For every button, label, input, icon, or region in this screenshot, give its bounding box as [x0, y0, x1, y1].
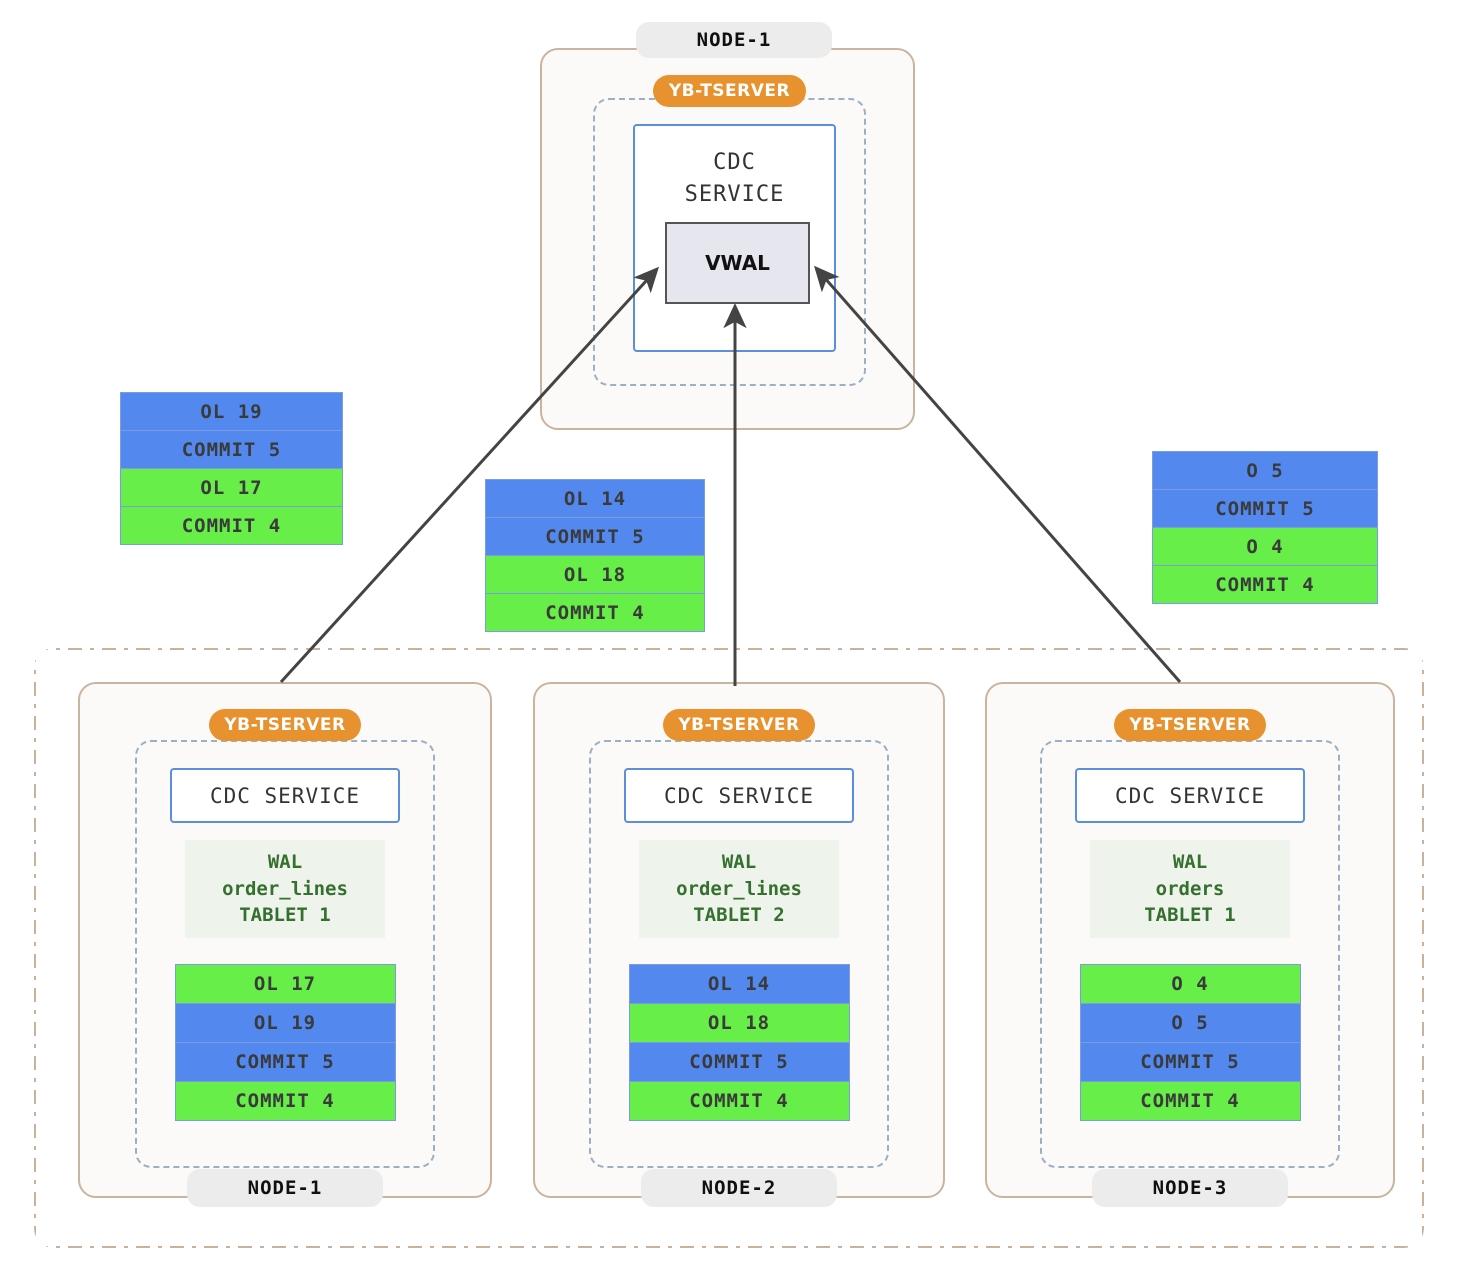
record-row: COMMIT 5 [120, 430, 343, 469]
record-row: COMMIT 4 [174, 1081, 396, 1121]
record-row: COMMIT 4 [485, 593, 705, 632]
record-row: COMMIT 4 [120, 506, 343, 545]
wal-line-table: order_lines [222, 877, 348, 900]
wal-line-tablet: TABLET 1 [239, 904, 331, 927]
record-row: COMMIT 5 [1079, 1042, 1301, 1082]
top-node-tserver-pill: YB-TSERVER [653, 75, 806, 107]
record-row: OL 14 [485, 479, 705, 518]
bottom-node-tserver-pill-2: YB-TSERVER [663, 709, 815, 741]
record-row: COMMIT 4 [1152, 565, 1378, 604]
wal-line-table: order_lines [676, 877, 802, 900]
wal-line-tablet: TABLET 1 [1144, 904, 1236, 927]
record-row: OL 19 [120, 392, 343, 431]
record-row: O 4 [1152, 527, 1378, 566]
record-row: O 5 [1079, 1003, 1301, 1043]
record-row: COMMIT 4 [1079, 1081, 1301, 1121]
wal-line-table: orders [1155, 877, 1225, 900]
bottom-node-cdc-service-box-1[interactable]: CDC SERVICE [170, 768, 400, 823]
top-node-cdc-line1: CDC [713, 150, 756, 176]
vwal-box[interactable]: VWAL [665, 222, 810, 304]
record-row: OL 18 [628, 1003, 850, 1043]
record-row: OL 18 [485, 555, 705, 594]
record-row: OL 17 [174, 964, 396, 1004]
record-row: COMMIT 5 [1152, 489, 1378, 528]
wal-line-title: WAL [721, 850, 757, 873]
bottom-node-cdc-service-box-2[interactable]: CDC SERVICE [624, 768, 854, 823]
bottom-node-tserver-pill-3: YB-TSERVER [1114, 709, 1266, 741]
wal-line-title: WAL [267, 850, 303, 873]
record-row: OL 14 [628, 964, 850, 1004]
record-row: OL 17 [120, 468, 343, 507]
top-node-cdc-line2: SERVICE [684, 182, 785, 207]
bottom-node-label-3: NODE-3 [1092, 1169, 1288, 1207]
record-row: COMMIT 5 [485, 517, 705, 556]
record-row: O 5 [1152, 451, 1378, 490]
wal-line-tablet: TABLET 2 [693, 904, 785, 927]
wal-line-title: WAL [1172, 850, 1208, 873]
bottom-node-cdc-service-box-3[interactable]: CDC SERVICE [1075, 768, 1305, 823]
record-row: COMMIT 5 [174, 1042, 396, 1082]
record-row: COMMIT 5 [628, 1042, 850, 1082]
top-node-label: NODE-1 [636, 22, 832, 58]
bottom-node-label-1: NODE-1 [187, 1169, 383, 1207]
bottom-node-tserver-pill-1: YB-TSERVER [209, 709, 361, 741]
record-row: O 4 [1079, 964, 1301, 1004]
record-row: COMMIT 4 [628, 1081, 850, 1121]
record-row: OL 19 [174, 1003, 396, 1043]
bottom-node-label-2: NODE-2 [641, 1169, 837, 1207]
